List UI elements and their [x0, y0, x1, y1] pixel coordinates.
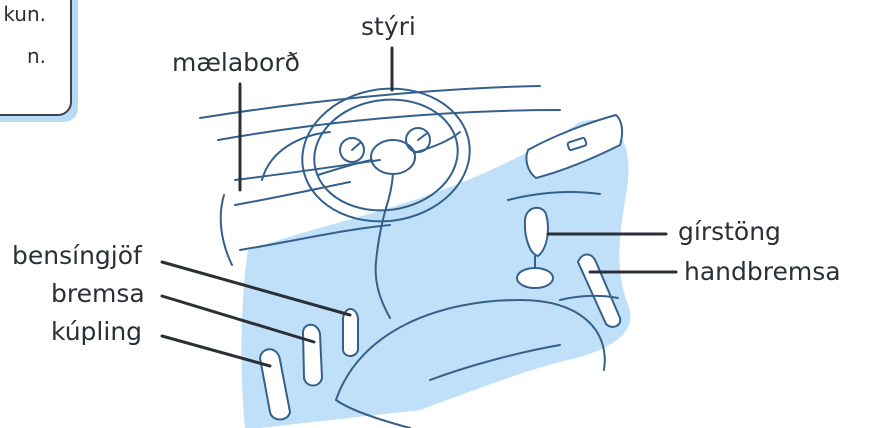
steering-wheel-hub: [371, 140, 415, 174]
label-accelerator: bensíngjöf: [12, 243, 142, 268]
label-brake: bremsa: [51, 281, 145, 306]
steering-spoke-right: [414, 132, 460, 153]
label-dashboard: mælaborð: [172, 50, 300, 75]
dashboard-left-edge: [221, 195, 232, 265]
label-handbrake: handbremsa: [684, 259, 841, 284]
steering-spoke-down: [386, 174, 393, 208]
gear-boot: [517, 268, 553, 288]
dashboard-lower-edge-2: [235, 182, 350, 205]
gauge-needle-left: [352, 143, 360, 150]
gauge-needle-right: [418, 134, 426, 140]
label-steering-wheel: stýri: [361, 14, 416, 39]
label-clutch: kúpling: [51, 319, 142, 344]
brake-pedal: [303, 325, 322, 386]
label-gear-stick: gírstöng: [678, 219, 781, 244]
dashboard-edge-2: [218, 110, 560, 140]
